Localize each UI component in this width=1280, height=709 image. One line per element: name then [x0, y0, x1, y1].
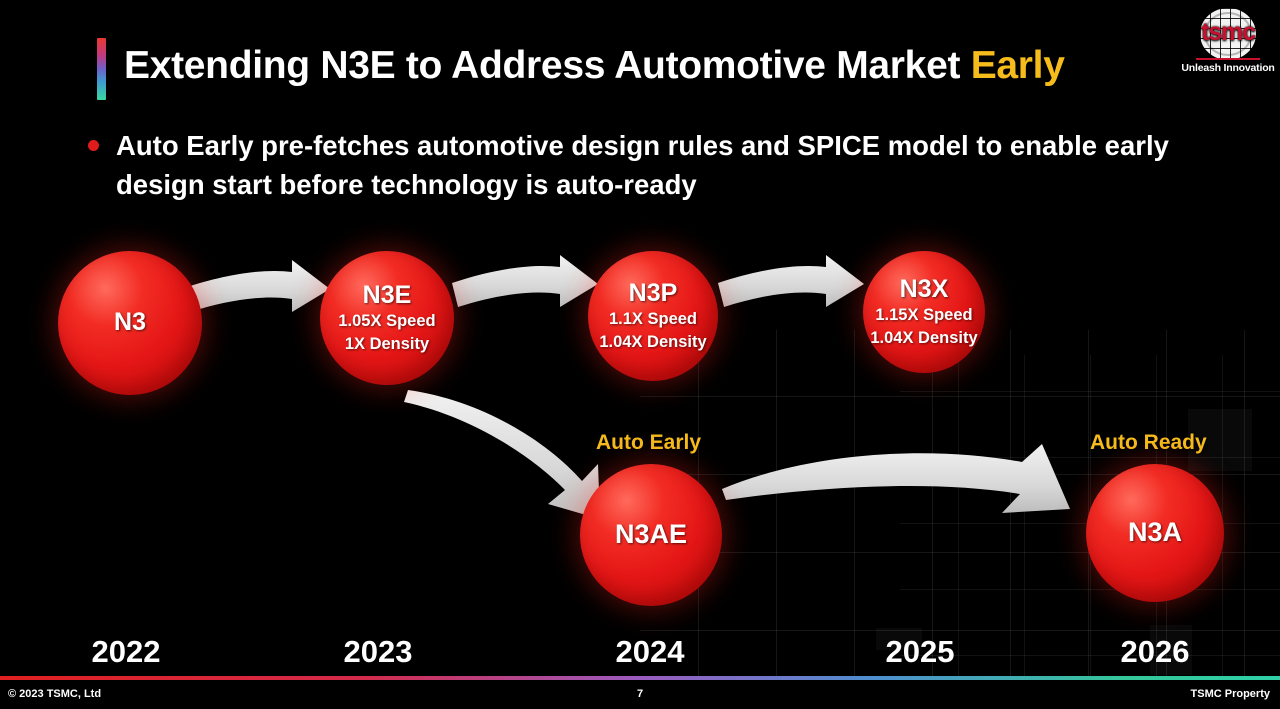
tsmc-logo: tsmc Unleash Innovation: [1180, 6, 1276, 74]
page-title-accent: Early: [970, 44, 1065, 87]
logo-tagline: Unleash Innovation: [1181, 62, 1275, 74]
timeline-year-2025: 2025: [885, 634, 955, 669]
node-n3a-label: Auto Ready: [1090, 431, 1207, 454]
tsmc-wafer-icon: tsmc: [1186, 6, 1270, 64]
node-n3[interactable]: N3: [58, 251, 202, 395]
node-n3x-name: N3X: [899, 274, 949, 303]
node-n3p-spec1: 1.1X Speed: [608, 310, 698, 329]
logo-underline: [1196, 58, 1260, 60]
footer: © 2023 TSMC, Ltd 7 TSMC Property: [0, 684, 1280, 709]
node-n3-name: N3: [114, 308, 146, 337]
timeline-year-2022: 2022: [91, 634, 161, 669]
arrow-n3e-to-n3p: [452, 255, 598, 307]
node-n3a-name: N3A: [1127, 517, 1182, 548]
node-n3p[interactable]: N3P 1.1X Speed 1.04X Density: [588, 251, 718, 381]
tsmc-wordmark: tsmc: [1201, 18, 1256, 46]
node-n3a[interactable]: N3A: [1086, 464, 1224, 602]
arrow-n3p-to-n3x: [718, 255, 864, 307]
bullet-item: Auto Early pre-fetches automotive design…: [86, 126, 1196, 204]
node-n3e-spec1: 1.05X Speed: [338, 312, 436, 331]
footer-page-number: 7: [636, 688, 644, 700]
node-n3p-spec2: 1.04X Density: [599, 332, 707, 351]
arrow-n3ae-to-n3a: [722, 444, 1070, 513]
title-accent-bar: [97, 38, 106, 100]
node-n3e-spec2: 1X Density: [344, 334, 430, 353]
timeline-year-2024: 2024: [615, 634, 685, 669]
wafer-circle-icon: [1200, 8, 1256, 60]
page-title: Extending N3E to Address Automotive Mark…: [124, 44, 1065, 88]
node-n3ae-name: N3AE: [614, 519, 688, 550]
node-n3x[interactable]: N3X 1.15X Speed 1.04X Density: [863, 251, 985, 373]
node-n3x-spec2: 1.04X Density: [870, 328, 978, 347]
footer-gradient-rule: [0, 676, 1280, 680]
page-title-main: Extending N3E to Address Automotive Mark…: [124, 44, 971, 87]
footer-property: TSMC Property: [1190, 688, 1270, 700]
bullet-text: Auto Early pre-fetches automotive design…: [116, 130, 1169, 201]
arrow-n3-to-n3e: [184, 260, 330, 312]
node-n3p-name: N3P: [628, 278, 678, 307]
footer-copyright: © 2023 TSMC, Ltd: [8, 688, 102, 700]
timeline-year-2026: 2026: [1120, 634, 1190, 669]
node-n3e[interactable]: N3E 1.05X Speed 1X Density: [320, 251, 454, 385]
timeline-year-2023: 2023: [343, 634, 413, 669]
node-n3ae[interactable]: N3AE: [580, 464, 722, 606]
arrow-n3e-to-n3ae: [404, 390, 600, 519]
node-n3e-name: N3E: [362, 280, 412, 309]
node-n3ae-label: Auto Early: [596, 431, 702, 454]
node-n3x-spec1: 1.15X Speed: [875, 306, 973, 325]
bullet-dot-icon: [88, 140, 99, 151]
